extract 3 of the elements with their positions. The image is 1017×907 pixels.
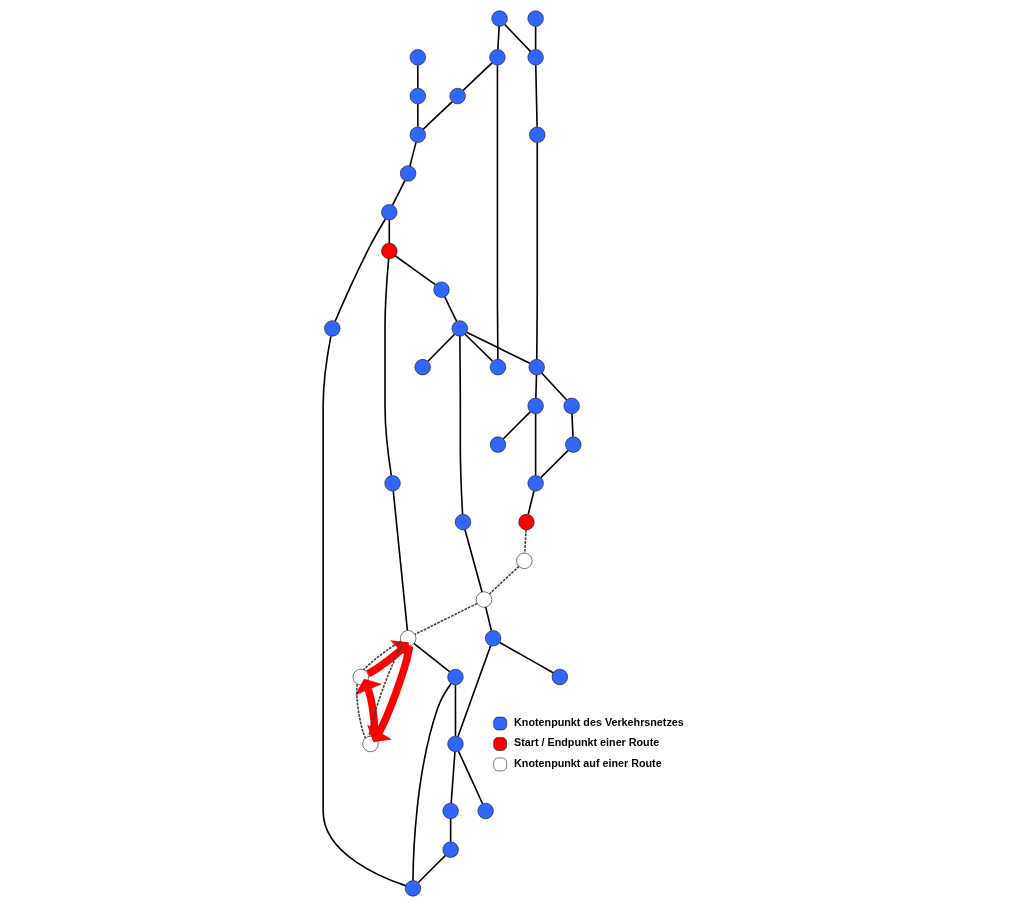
- legend-label: Knotenpunkt des Verkehrsnetzes: [513, 715, 684, 728]
- legend-label: Start / Endpunkt einer Route: [513, 736, 659, 749]
- legend-label: Knotenpunkt auf einer Route: [513, 756, 662, 769]
